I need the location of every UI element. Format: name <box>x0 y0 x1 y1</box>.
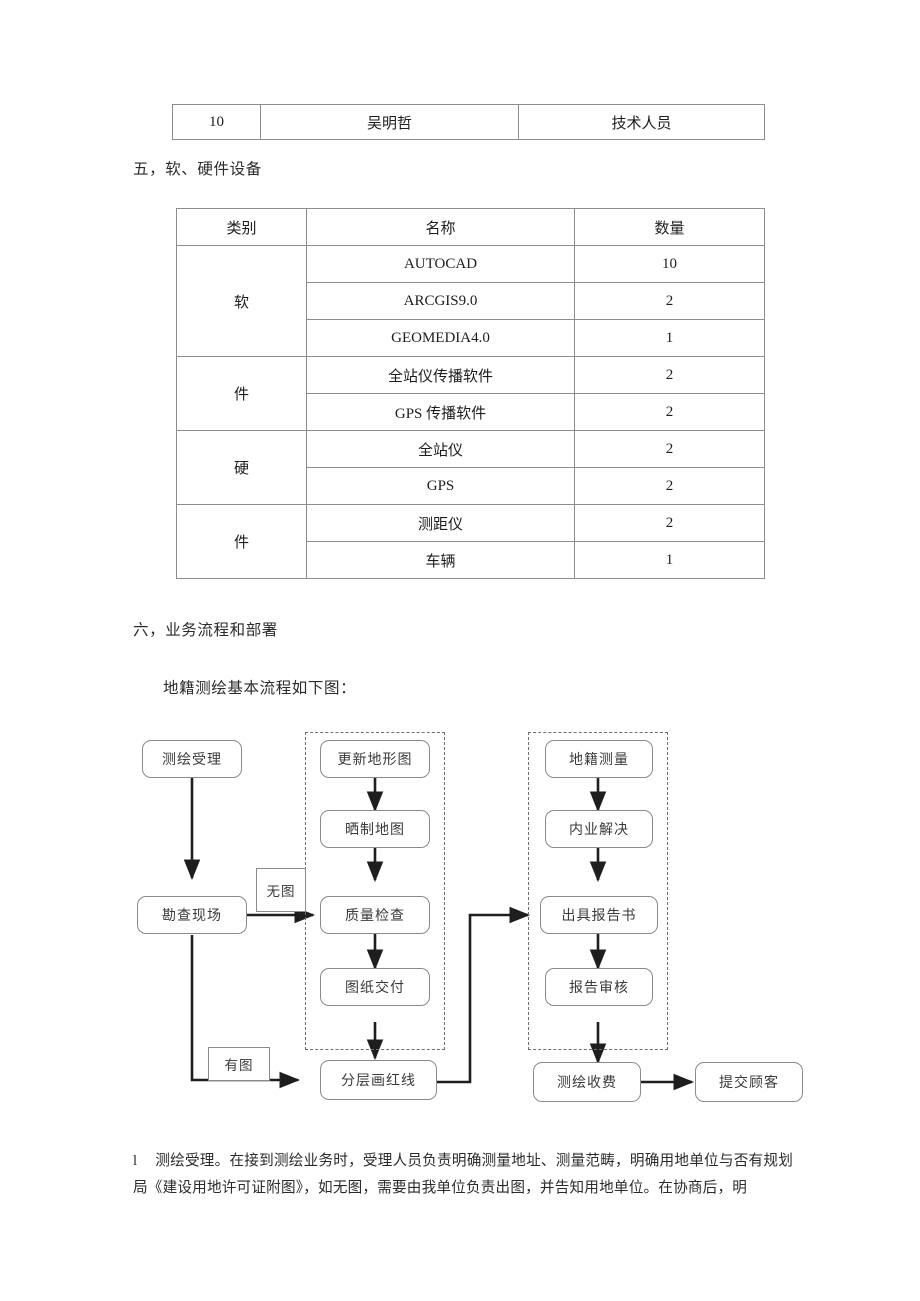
table-row: 硬 全站仪 2 <box>176 430 765 505</box>
tag-no-map: 无图 <box>256 868 306 912</box>
section-six-heading: 六，业务流程和部署 <box>133 622 278 639</box>
item-name: 全站仪 <box>306 430 575 468</box>
flowchart-caption: 地籍测绘基本流程如下图： <box>163 680 357 697</box>
category-software-part2: 件 <box>176 356 307 431</box>
personnel-table-continuation: 10 吴明哲 技术人员 <box>172 104 765 140</box>
item-name: GPS <box>306 467 575 505</box>
node-survey-fee[interactable]: 测绘收费 <box>533 1062 641 1102</box>
personnel-name: 吴明哲 <box>260 104 519 140</box>
column-header-category: 类别 <box>176 208 307 246</box>
node-print-map[interactable]: 晒制地图 <box>320 810 430 848</box>
section-five-heading: 五，软、硬件设备 <box>133 161 262 178</box>
node-intake[interactable]: 测绘受理 <box>142 740 242 778</box>
table-row: 件 测距仪 2 <box>176 504 765 579</box>
paragraph-number: l <box>133 1153 138 1169</box>
node-layered-red-line[interactable]: 分层画红线 <box>320 1060 437 1100</box>
item-name: AUTOCAD <box>306 245 575 283</box>
item-quantity: 1 <box>574 541 765 579</box>
table-row: 10 吴明哲 技术人员 <box>172 104 765 140</box>
item-quantity: 2 <box>574 393 765 431</box>
paragraph-text: 测绘受理。在接到测绘业务时，受理人员负责明确测量地址、测量范畴，明确用地单位与否… <box>133 1153 793 1196</box>
column-header-quantity: 数量 <box>574 208 765 246</box>
column-header-name: 名称 <box>306 208 575 246</box>
table-row: 软 AUTOCAD 10 <box>176 245 765 357</box>
table-header-row: 类别 名称 数量 <box>176 208 765 246</box>
personnel-role: 技术人员 <box>518 104 765 140</box>
category-hardware-part1: 硬 <box>176 430 307 505</box>
table-row: GPS 传播软件 2 <box>177 393 765 431</box>
node-quality-check[interactable]: 质量检查 <box>320 896 430 934</box>
item-name: ARCGIS9.0 <box>306 282 575 320</box>
node-deliver-drawing[interactable]: 图纸交付 <box>320 968 430 1006</box>
equipment-table: 类别 名称 数量 软 AUTOCAD 10 ARCGIS9.0 2 GEOMED… <box>176 208 765 579</box>
item-name: 全站仪传播软件 <box>306 356 575 394</box>
category-hardware-part2: 件 <box>176 504 307 579</box>
item-name: GEOMEDIA4.0 <box>306 319 575 357</box>
personnel-index: 10 <box>172 104 261 140</box>
table-row: 车辆 1 <box>177 541 765 579</box>
node-update-topographic-map[interactable]: 更新地形图 <box>320 740 430 778</box>
table-row: ARCGIS9.0 2 <box>177 282 765 320</box>
table-row: 件 全站仪传播软件 2 <box>176 356 765 431</box>
item-quantity: 10 <box>574 245 765 283</box>
item-quantity: 1 <box>574 319 765 357</box>
item-name: 测距仪 <box>306 504 575 542</box>
node-report-review[interactable]: 报告审核 <box>545 968 653 1006</box>
category-software-part1: 软 <box>176 245 307 357</box>
node-office-processing[interactable]: 内业解决 <box>545 810 653 848</box>
item-quantity: 2 <box>574 504 765 542</box>
tag-has-map: 有图 <box>208 1047 270 1081</box>
node-site-survey[interactable]: 勘查现场 <box>137 896 247 934</box>
node-issue-report[interactable]: 出具报告书 <box>540 896 658 934</box>
item-name: 车辆 <box>306 541 575 579</box>
item-quantity: 2 <box>574 430 765 468</box>
node-cadastral-survey[interactable]: 地籍测量 <box>545 740 653 778</box>
node-submit-customer[interactable]: 提交顾客 <box>695 1062 803 1102</box>
item-name: GPS 传播软件 <box>306 393 575 431</box>
item-quantity: 2 <box>574 467 765 505</box>
cadastral-survey-group <box>528 732 668 1050</box>
business-process-flowchart: 测绘受理 勘查现场 无图 有图 更新地形图 晒制地图 质量检查 图纸交付 分层画… <box>0 710 920 1130</box>
item-quantity: 2 <box>574 356 765 394</box>
item-quantity: 2 <box>574 282 765 320</box>
